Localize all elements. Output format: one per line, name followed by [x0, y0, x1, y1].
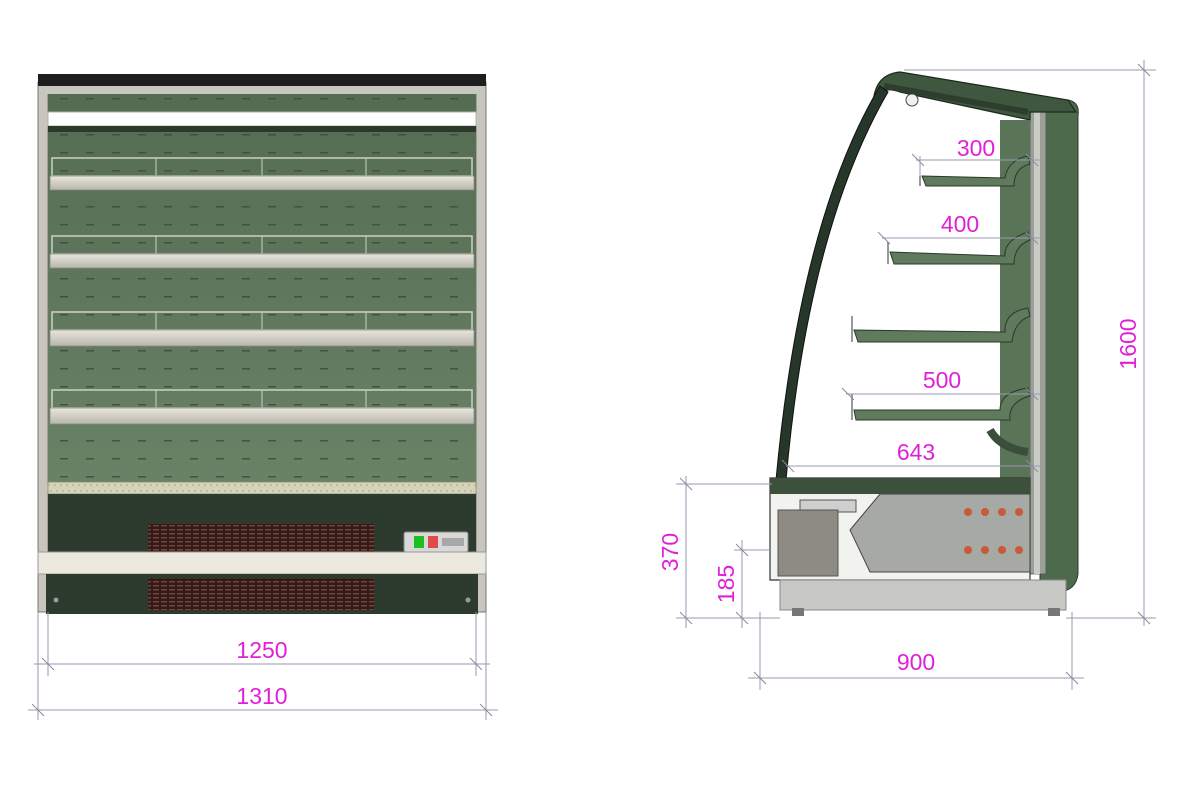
front-shelf-3 [49, 311, 475, 347]
depth-label: 900 [897, 649, 935, 675]
controller-display [403, 531, 469, 553]
outer-width-label: 1310 [236, 683, 287, 709]
shelf-depth-dimensions: 300 400 500 643 [781, 135, 1040, 473]
front-bumper [37, 551, 487, 575]
shelf-2-depth-label: 400 [941, 211, 979, 237]
inner-width-label: 1250 [236, 637, 287, 663]
front-shelf-1 [49, 157, 475, 191]
front-shelf-4 [49, 389, 475, 425]
front-width-dimensions: 1250 1310 [28, 612, 498, 720]
base-height-dimensions: 370 185 [657, 476, 780, 628]
front-view [37, 74, 487, 614]
side-front-curve [775, 85, 889, 481]
front-canopy [38, 74, 486, 86]
side-shelf-3 [851, 307, 1031, 343]
evaporator-coils [964, 508, 1023, 554]
front-shelf-2 [49, 235, 475, 269]
front-right-frame [475, 81, 487, 613]
foot-height-label: 185 [713, 565, 739, 603]
front-light-strip [47, 111, 477, 127]
depth-dimension: 900 [748, 612, 1084, 690]
total-height-label: 1600 [1115, 318, 1141, 369]
front-upper-grille [148, 524, 374, 552]
front-base-rail [47, 481, 477, 495]
side-view [769, 71, 1079, 616]
shelf-3-depth-label: 500 [923, 367, 961, 393]
shelf-1-depth-label: 300 [957, 135, 995, 161]
shelf-4-depth-label: 643 [897, 439, 935, 465]
base-height-label: 370 [657, 533, 683, 571]
side-shelf-2 [887, 231, 1031, 265]
total-height-dimension: 1600 [904, 60, 1156, 626]
front-lower-grille [148, 578, 374, 610]
front-left-frame [37, 81, 49, 613]
side-plinth [779, 579, 1067, 611]
